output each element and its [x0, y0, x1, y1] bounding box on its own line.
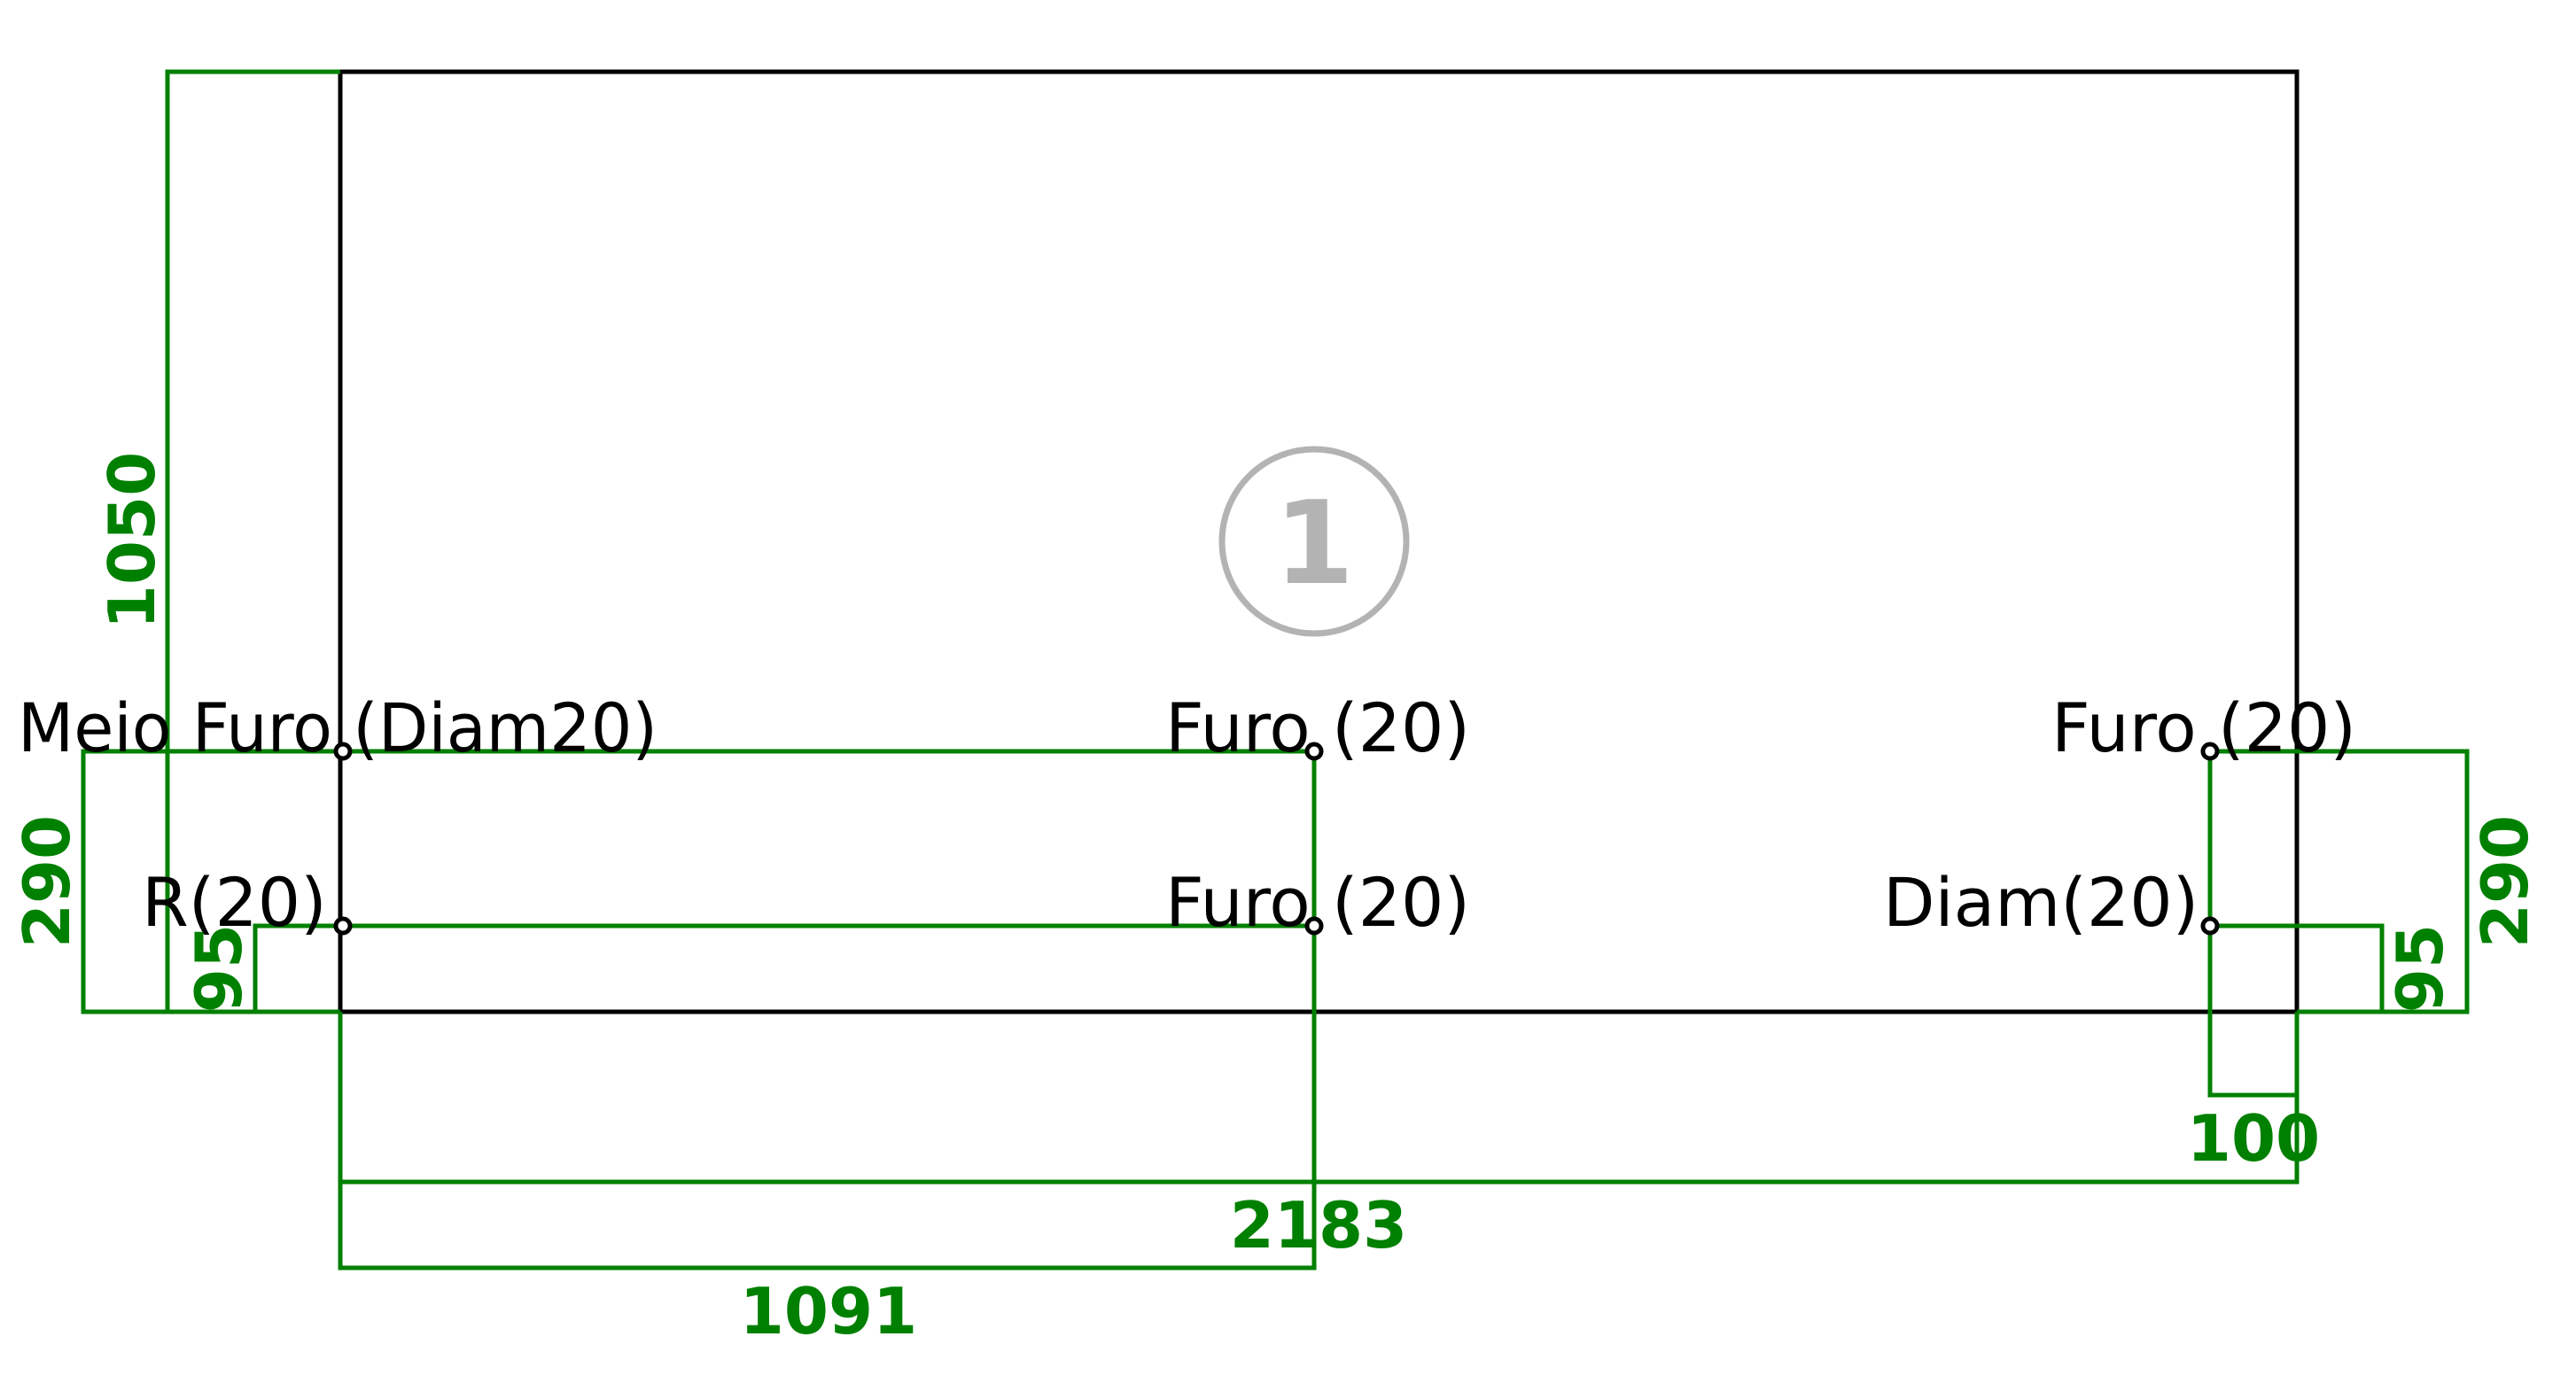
- hole-bottom-left: [333, 916, 353, 936]
- dimension-texts: 1050 290 95 290 95 100 1091 2183: [10, 452, 2542, 1348]
- dim-line-left-290: [81, 749, 340, 1014]
- dim-line-right-100: [2207, 751, 2300, 1098]
- dim-line-1091: [338, 926, 1317, 1271]
- hole-labels: Meio Furo (Diam20) R(20) Furo (20) Furo …: [18, 688, 2356, 942]
- hole-top-right: [2200, 742, 2220, 761]
- dim-text-left-95: 95: [182, 924, 256, 1013]
- dimension-lines: [81, 69, 2470, 1271]
- hole-label-top-center: Furo (20): [1165, 688, 1470, 767]
- hole-label-top-left: Meio Furo (Diam20): [18, 688, 658, 767]
- part-number-badge: 1: [1218, 446, 1410, 637]
- hole-top-center: [1304, 742, 1324, 761]
- hole-label-top-right: Furo (20): [2051, 688, 2356, 767]
- hole-label-bottom-center: Furo (20): [1165, 863, 1470, 942]
- dim-text-left-290: 290: [10, 815, 84, 948]
- holes: [333, 742, 2220, 936]
- dim-line-2183: [340, 1012, 2300, 1185]
- dim-line-left-95: [253, 923, 340, 1012]
- part-number-text: 1: [1274, 476, 1354, 610]
- dim-line-height: [165, 69, 340, 1012]
- part-number-circle: [1218, 446, 1410, 637]
- hole-bottom-right: [2200, 916, 2220, 936]
- dim-text-right-100: 100: [2187, 1101, 2320, 1176]
- hole-top-left: [333, 742, 353, 761]
- dim-text-right-290: 290: [2468, 815, 2542, 948]
- hole-bottom-center: [1304, 916, 1324, 936]
- hole-label-bottom-left: R(20): [142, 863, 327, 942]
- dim-text-2183: 2183: [1230, 1188, 1407, 1263]
- dim-line-right-95: [2210, 923, 2385, 1014]
- dim-line-top-center: [340, 749, 1317, 929]
- hole-label-bottom-right: Diam(20): [1883, 863, 2199, 942]
- dim-text-height: 1050: [95, 452, 169, 629]
- part-outline: [338, 69, 2300, 1014]
- dim-text-right-95: 95: [2383, 924, 2457, 1013]
- dim-text-1091: 1091: [740, 1274, 917, 1348]
